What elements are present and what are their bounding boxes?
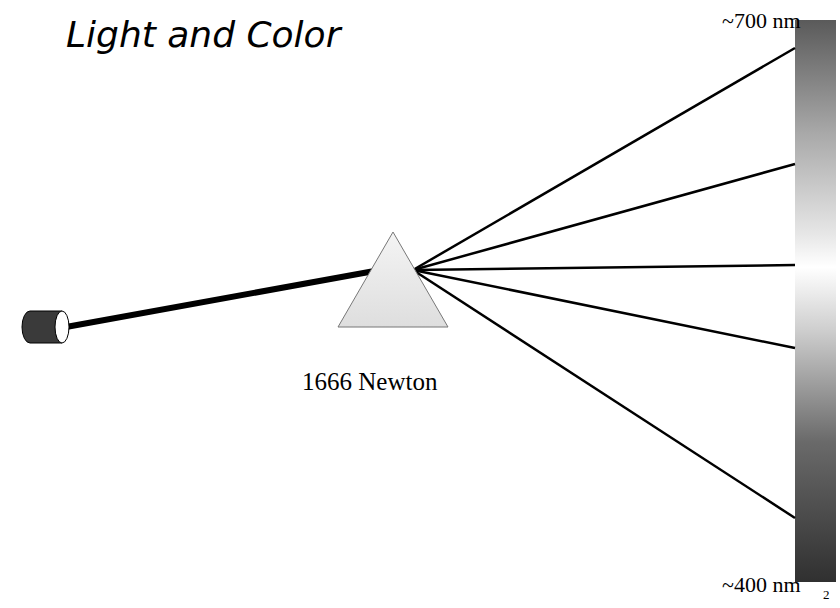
slide-title: Light and Color bbox=[66, 14, 340, 55]
prism bbox=[338, 232, 448, 327]
light-beam bbox=[66, 270, 380, 327]
spectrum-rays bbox=[413, 48, 795, 518]
page-number: 2 bbox=[823, 588, 830, 603]
wavelength-label: ~400 nm bbox=[722, 572, 801, 597]
prism-caption: 1666 Newton bbox=[302, 368, 437, 397]
wavelength-label: ~700 nm bbox=[722, 8, 801, 33]
spectrum-bar bbox=[795, 20, 836, 582]
light-source bbox=[22, 311, 69, 343]
